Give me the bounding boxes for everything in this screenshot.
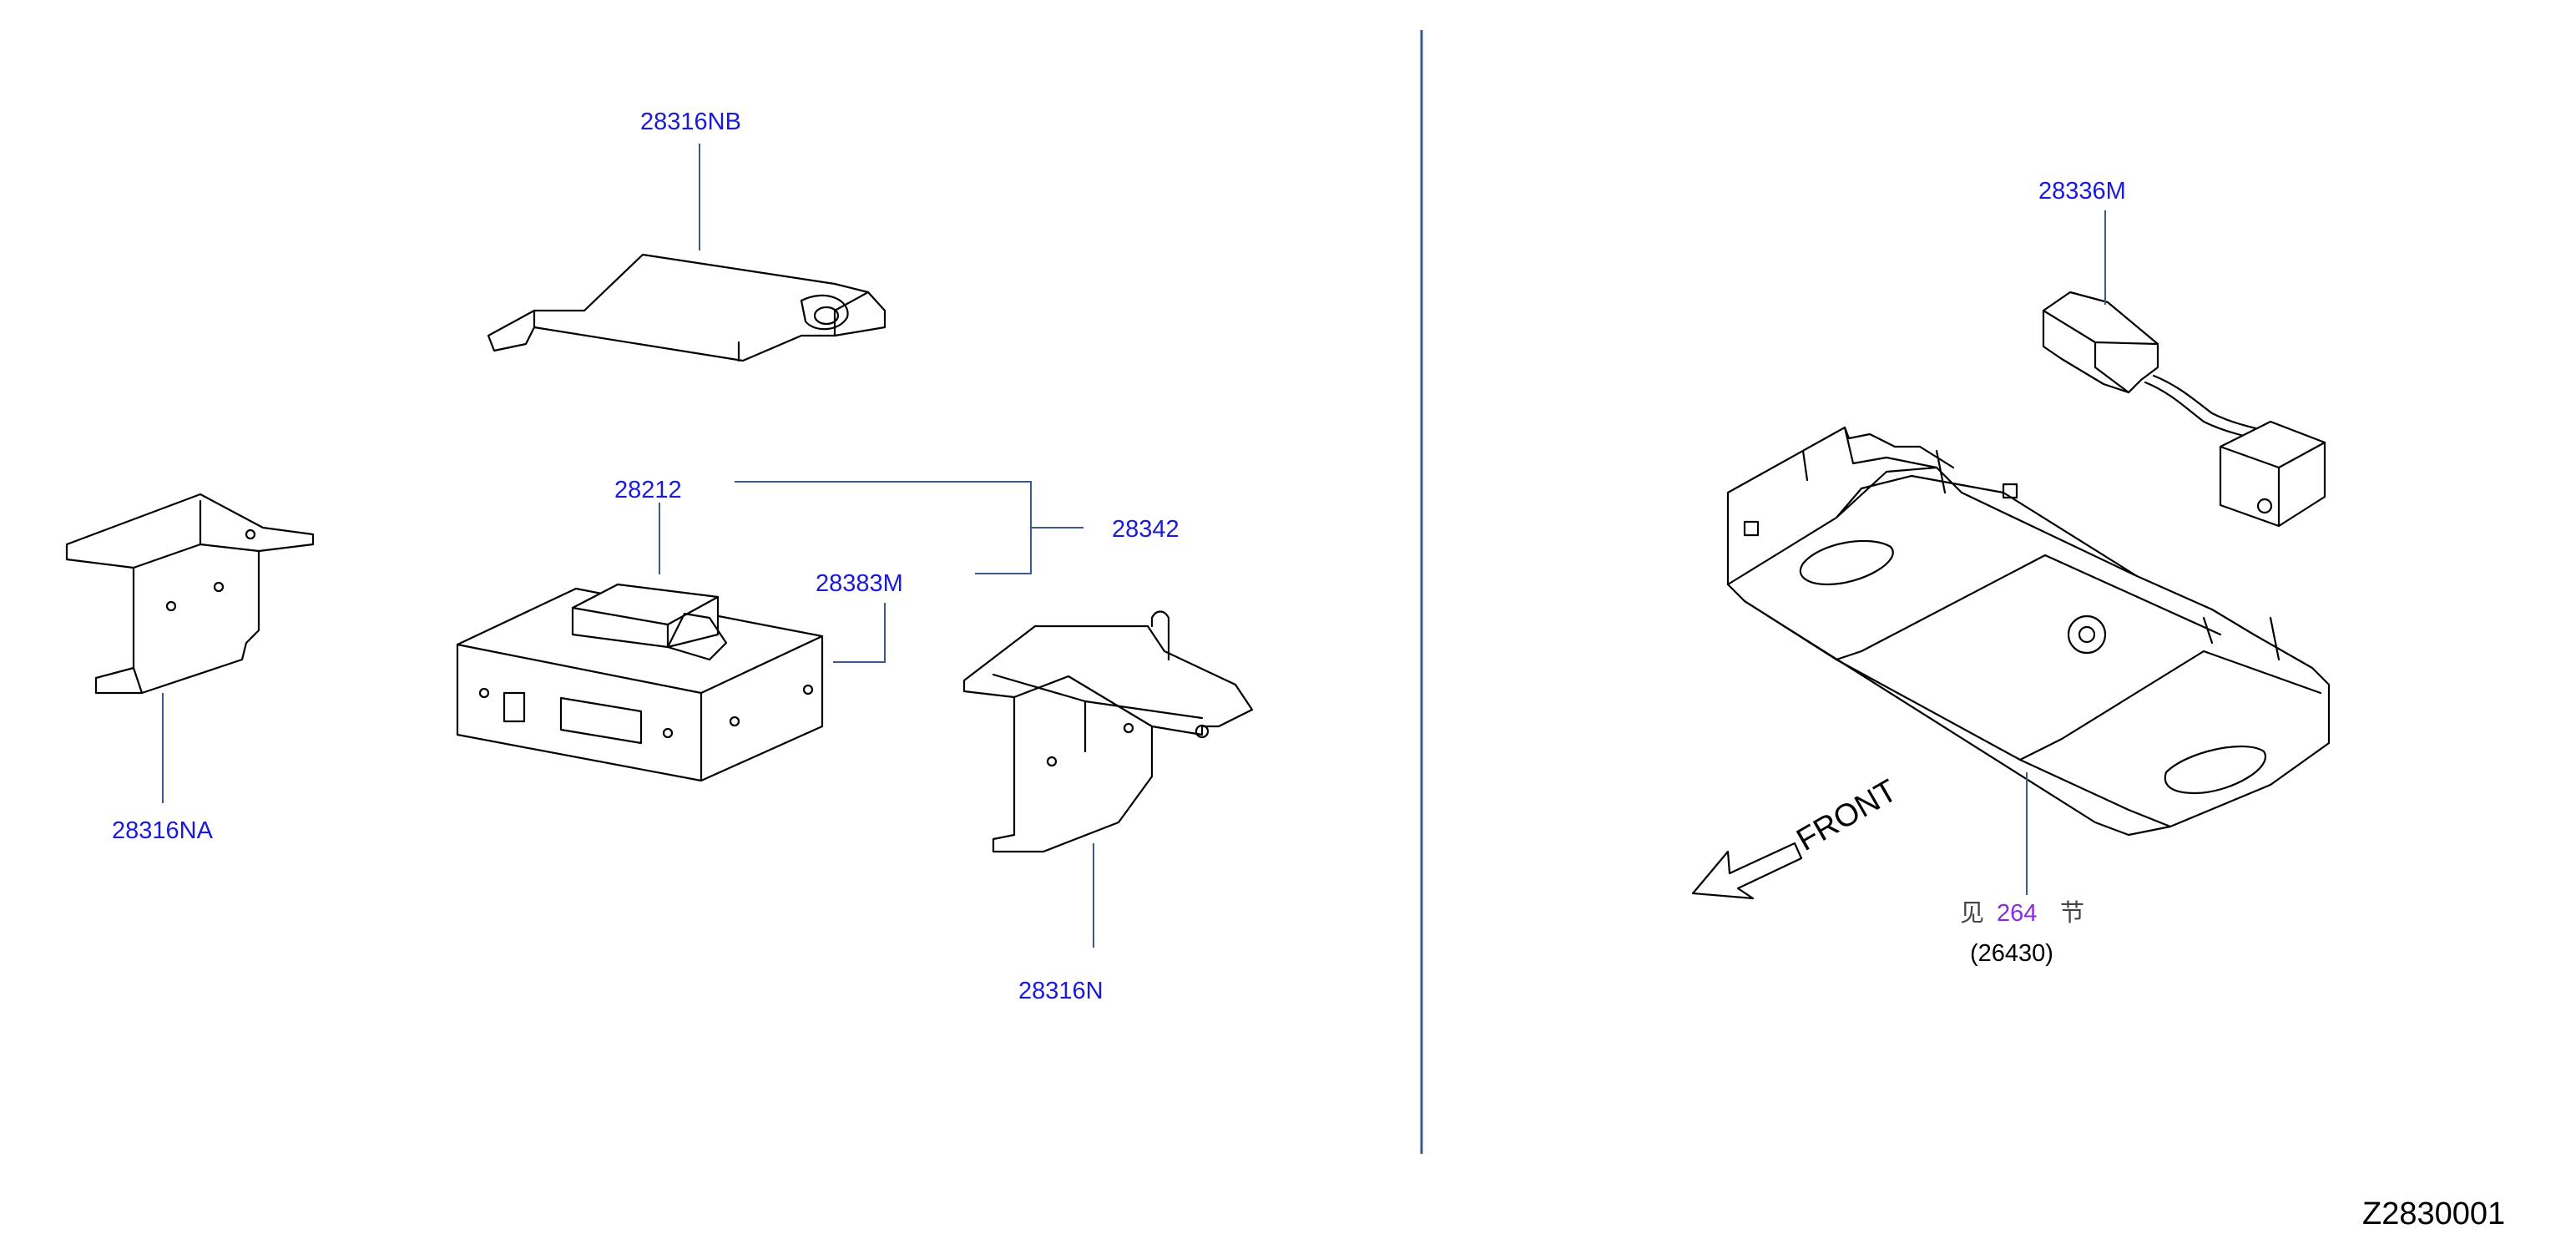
callout-28316NA[interactable]: 28316NA	[112, 817, 214, 844]
bracket-28316NB-drawing	[487, 253, 886, 362]
see-section-suffix: 节	[2060, 898, 2084, 927]
see-section-link[interactable]: 264	[1997, 900, 2037, 927]
bracket-28316N-drawing	[962, 610, 1254, 853]
callout-28342[interactable]: 28342	[1112, 516, 1179, 543]
callout-28316N[interactable]: 28316N	[1018, 978, 1104, 1004]
diagram-id: Z2830001	[2362, 1196, 2505, 1231]
see-section-prefix: 见	[1960, 898, 1984, 927]
see-section-ref: (26430)	[1970, 940, 2053, 967]
bracket-28316NA-drawing	[65, 493, 315, 695]
front-arrow-icon	[1691, 842, 1803, 900]
front-label: FRONT	[1791, 773, 1903, 858]
overhead-lamp-drawing	[1726, 426, 2331, 837]
leader-28383M	[833, 603, 886, 663]
callout-28316NB[interactable]: 28316NB	[640, 109, 741, 135]
connector-28336M-drawing	[2042, 291, 2326, 528]
callout-28336M[interactable]: 28336M	[2038, 178, 2126, 205]
callout-28383M[interactable]: 28383M	[816, 570, 903, 597]
unit-28212-drawing	[456, 583, 824, 782]
leader-28342	[735, 481, 1032, 574]
callout-28212[interactable]: 28212	[614, 477, 682, 503]
